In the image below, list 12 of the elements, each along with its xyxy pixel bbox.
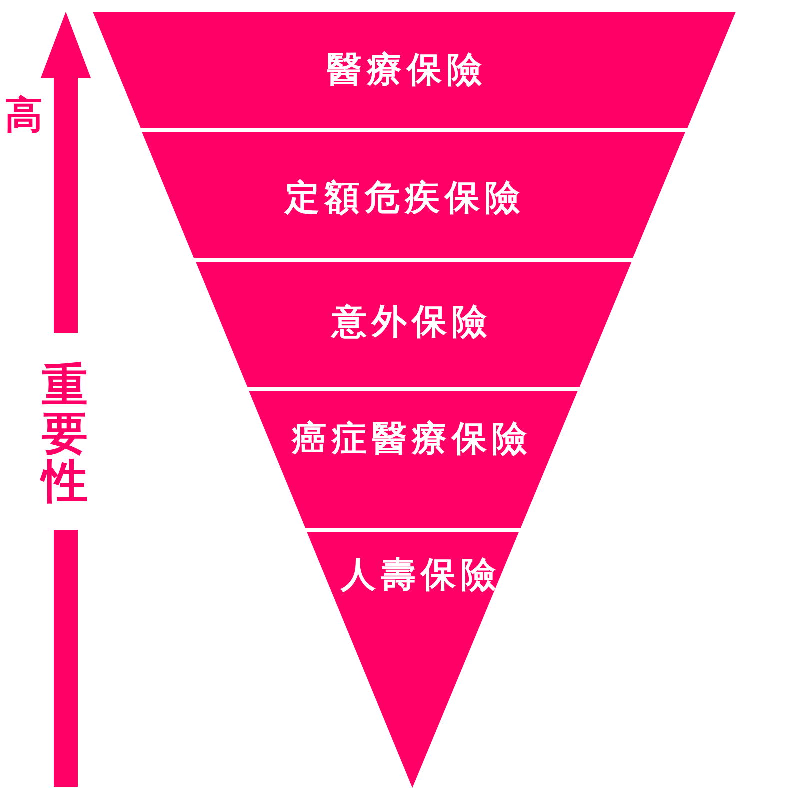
pyramid-tier <box>249 391 578 528</box>
tier-label: 人壽保險 <box>340 558 501 594</box>
pyramid-tier <box>307 532 520 788</box>
pyramid-tier <box>93 12 736 128</box>
tier-label: 醫療保險 <box>327 54 487 88</box>
axis-title: 重要性 <box>42 362 88 506</box>
pyramid-tier <box>142 132 686 258</box>
tier-label: 定額危疾保險 <box>284 182 525 216</box>
scale-label: 高 <box>5 96 43 134</box>
pyramid-tier <box>196 262 632 387</box>
tier-label: 意外保險 <box>332 306 492 340</box>
tier-label: 癌症醫療保險 <box>292 422 532 458</box>
